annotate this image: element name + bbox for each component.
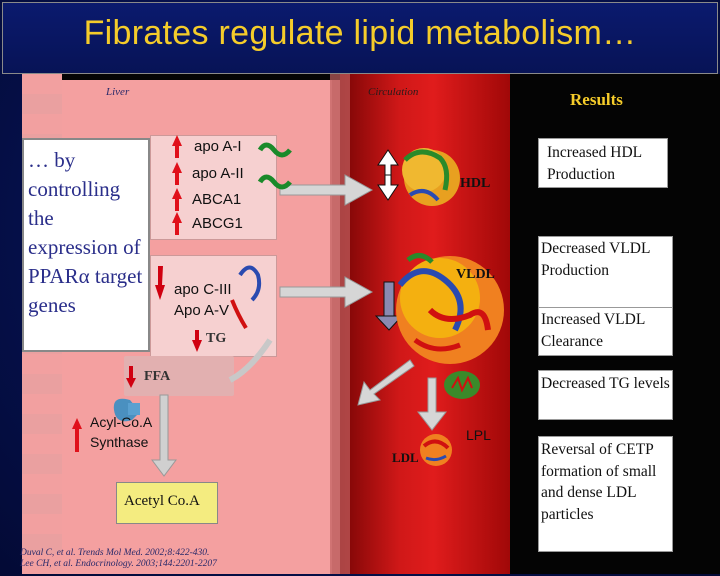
arrow-liver-to-vldl (279, 276, 374, 308)
acetyl-coa-label: Acetyl Co.A (124, 493, 200, 509)
tg-label: TG (206, 331, 227, 346)
references: Duval C, et al. Trends Mol Med. 2002;8:4… (20, 548, 217, 570)
ffa-box (124, 356, 234, 396)
result-vldl-clearance-text: Increased VLDL Clearance (541, 311, 645, 350)
up-arrows-icon (72, 135, 182, 452)
down-arrows-icon (126, 266, 202, 388)
arrow-vldl-to-ldl (416, 377, 448, 431)
result-cetp-text: Reversal of CETP formation of small and … (541, 441, 657, 523)
controlling-box (22, 138, 150, 352)
apo-c-ribbons-icon (230, 265, 262, 330)
controlling-text: … by controlling the expression of PPARα… (28, 148, 143, 317)
lpl-label: LPL (466, 427, 491, 443)
arrow-liver-to-hdl (279, 174, 374, 206)
gene-abca1: ABCA1 (192, 191, 242, 208)
result-tg-text: Decreased TG levels (541, 375, 670, 392)
result-box-cetp (538, 436, 673, 552)
title-bar (2, 2, 718, 74)
ldl-label: LDL (392, 450, 419, 465)
gene-apoa1: apo A-I (194, 138, 242, 155)
vldl-particle-icon (396, 253, 504, 364)
reference-1: Duval C, et al. Trends Mol Med. 2002;8:4… (20, 548, 210, 558)
tg-to-ffa-arrow (228, 338, 273, 383)
result-box-hdl (538, 138, 668, 188)
gene-apoa5: Apo A-V (174, 302, 230, 319)
acyl-coa-enzyme-icon (113, 398, 140, 422)
hdl-particle-icon (402, 148, 460, 206)
ffa-label: FFA (144, 369, 171, 384)
result-box-vldl-clearance (538, 307, 673, 356)
circulation-label: Circulation (368, 86, 419, 98)
vldl-label: VLDL (456, 267, 495, 282)
result-vldl-production-text: Decreased VLDL Production (541, 240, 650, 279)
acetyl-coa-box (116, 482, 218, 524)
apo-a-ribbons-icon (257, 142, 292, 190)
gene-apoc3: apo C-III (174, 281, 232, 298)
reference-2: Lee CH, et al. Endocrinology. 2003;144:2… (20, 559, 217, 569)
liver-label: Liver (106, 86, 130, 98)
hdl-arrow-icon (377, 149, 399, 201)
result-hdl-text: Increased HDL Production (547, 144, 642, 183)
result-box-vldl-production (538, 236, 673, 308)
gene-apoa2: apo A-II (192, 165, 244, 182)
ldl-particle-icon (420, 434, 452, 466)
slide-title: Fibrates regulate lipid metabolism… (83, 14, 637, 52)
hdl-label: HDL (460, 176, 491, 191)
acyl-coa-label: Acyl-Co.A Synthase (90, 414, 152, 450)
result-box-tg (538, 370, 673, 420)
upregulated-genes-box (150, 135, 277, 240)
arrow-vldl-to-ffa (357, 359, 415, 406)
vldl-down-arrow-icon (374, 281, 404, 331)
lpl-enzyme-icon (444, 371, 480, 399)
results-heading: Results (570, 90, 623, 109)
gene-abcg1: ABCG1 (192, 215, 243, 232)
arrow-ffa-to-acetyl (151, 394, 177, 477)
